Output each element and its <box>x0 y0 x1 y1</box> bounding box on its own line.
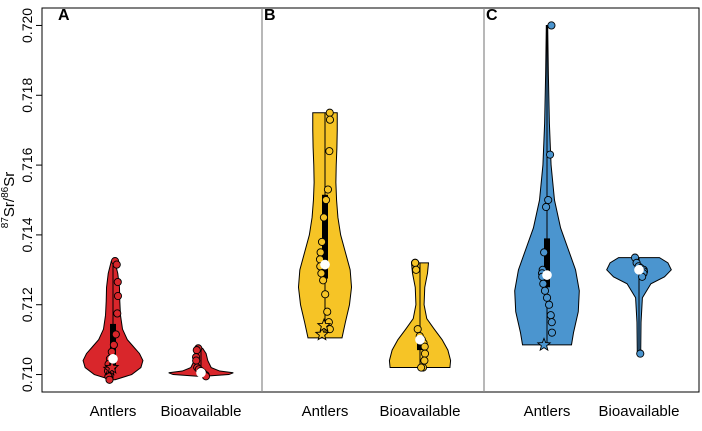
y-label-sup1: 87 <box>0 217 11 229</box>
panel-b: B Antlers Bioavailable <box>264 7 460 420</box>
median-point <box>415 334 425 345</box>
y-tick-label: 0.718 <box>19 78 35 113</box>
iqr-box <box>544 238 550 288</box>
data-point <box>105 375 114 384</box>
data-point <box>323 307 332 316</box>
violin-group: Antlers <box>297 108 353 420</box>
y-label-sup2: 86 <box>0 186 11 198</box>
data-point <box>323 185 333 194</box>
violin-group: Bioavailable <box>599 253 680 420</box>
data-point <box>420 342 429 351</box>
data-point <box>544 195 553 205</box>
data-point <box>546 150 555 159</box>
data-point <box>113 277 122 287</box>
y-tick-label: 0.710 <box>19 357 35 392</box>
data-point <box>539 279 548 288</box>
data-point <box>542 202 551 212</box>
data-point <box>319 276 328 285</box>
data-point <box>417 363 426 372</box>
median-point <box>196 367 206 378</box>
panels: A Antlers Bioavailable B Antlers Bioavailable… <box>58 7 679 420</box>
y-axis: 0.710 0.712 0.714 0.716 0.718 0.720 <box>19 8 43 392</box>
median-point <box>634 264 644 275</box>
data-point <box>192 346 201 355</box>
data-point <box>420 349 430 358</box>
data-point <box>540 286 550 295</box>
data-point <box>546 311 555 320</box>
data-point <box>321 290 330 299</box>
data-point <box>547 21 556 30</box>
star-marker <box>536 337 552 352</box>
star-marker <box>314 326 330 341</box>
plot-frame <box>41 7 700 393</box>
y-tick-label: 0.714 <box>19 217 35 252</box>
data-point <box>317 269 326 278</box>
median-point <box>320 259 330 270</box>
data-point <box>411 258 420 267</box>
y-tick-label: 0.716 <box>19 147 35 182</box>
star-marker <box>104 359 120 374</box>
panel-a: A Antlers Bioavailable <box>58 7 241 420</box>
data-point <box>636 349 645 358</box>
y-tick-label: 0.720 <box>19 8 35 43</box>
y-axis-label: 87Sr/86Sr <box>0 172 18 228</box>
data-point <box>325 108 334 117</box>
data-point <box>112 260 121 269</box>
data-point <box>113 291 123 301</box>
median-point <box>542 270 552 280</box>
data-point <box>111 330 120 339</box>
violin-group: Bioavailable <box>161 344 242 420</box>
data-point <box>420 356 429 365</box>
violin-group: Antlers <box>514 21 580 420</box>
category-label: Bioavailable <box>161 403 242 420</box>
data-point <box>319 213 328 222</box>
y-label-mid: Sr/ <box>1 197 18 217</box>
median-point <box>108 353 118 364</box>
data-point <box>545 300 554 309</box>
iqr-box <box>322 194 328 279</box>
data-point <box>542 293 552 302</box>
panel-label: B <box>264 7 276 24</box>
data-point <box>547 318 556 327</box>
data-point <box>321 195 331 205</box>
category-label: Bioavailable <box>380 403 461 420</box>
data-point <box>540 248 549 257</box>
data-point <box>412 265 421 274</box>
data-point <box>109 340 118 349</box>
data-point <box>413 325 422 334</box>
star-marker <box>316 317 332 332</box>
y-label-end: Sr <box>1 172 18 187</box>
data-point <box>316 248 325 257</box>
data-point <box>113 309 122 318</box>
panel-c: C Antlers Bioavailable <box>486 7 679 420</box>
data-point <box>325 147 334 156</box>
panel-label: C <box>486 7 498 24</box>
panel-label: A <box>58 7 70 24</box>
data-point <box>192 356 201 365</box>
category-label: Bioavailable <box>599 403 680 420</box>
data-point <box>547 328 557 337</box>
category-label: Antlers <box>302 403 349 420</box>
violin-group: Bioavailable <box>380 258 461 420</box>
data-point <box>317 237 327 246</box>
category-label: Antlers <box>90 403 137 420</box>
category-label: Antlers <box>524 403 571 420</box>
y-tick-label: 0.712 <box>19 287 35 322</box>
violin-group: Antlers <box>82 257 144 420</box>
data-point <box>325 115 335 124</box>
